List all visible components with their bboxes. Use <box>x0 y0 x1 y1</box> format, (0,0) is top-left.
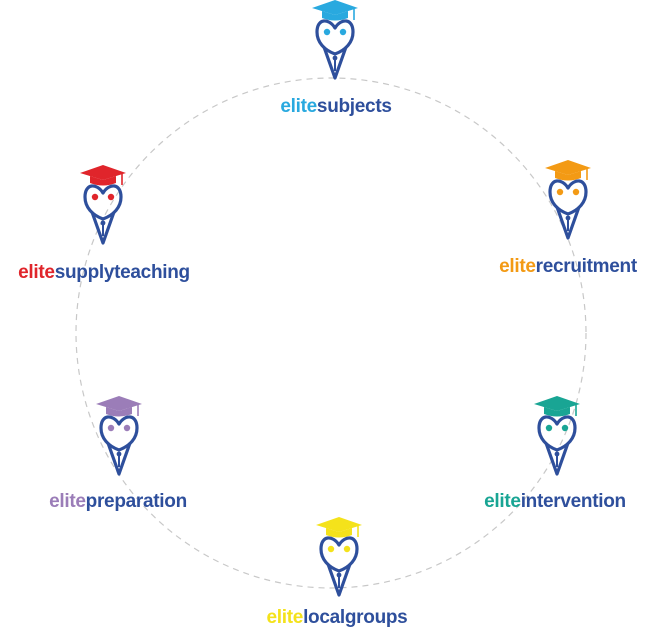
label-suffix: subjects <box>316 96 392 117</box>
label-localgroups: elitelocalgroups <box>267 607 408 629</box>
logo-recruitment <box>545 160 591 251</box>
owl-graduate-pen-icon <box>316 517 362 597</box>
label-intervention: eliteintervention <box>484 491 626 513</box>
label-prefix: elite <box>484 491 521 512</box>
owl-graduate-pen-icon <box>534 396 580 476</box>
label-prefix: elite <box>266 607 304 628</box>
logo-supplyteaching <box>80 165 126 256</box>
logo-preparation <box>96 396 142 487</box>
label-recruitment: eliterecruitment <box>499 256 637 278</box>
label-prefix: elite <box>18 262 55 283</box>
label-suffix: preparation <box>85 491 188 512</box>
logo-localgroups <box>316 517 362 608</box>
owl-graduate-pen-icon <box>545 160 591 240</box>
label-preparation: elitepreparation <box>49 491 187 513</box>
owl-graduate-pen-icon <box>312 0 358 80</box>
label-prefix: elite <box>280 96 317 117</box>
label-suffix: localgroups <box>303 607 408 628</box>
label-prefix: elite <box>499 256 536 277</box>
label-suffix: supplyteaching <box>54 262 190 283</box>
owl-graduate-pen-icon <box>96 396 142 476</box>
label-subjects: elitesubjects <box>280 96 392 118</box>
logo-intervention <box>534 396 580 487</box>
label-supplyteaching: elitesupplyteaching <box>18 262 190 284</box>
logo-subjects <box>312 0 358 91</box>
label-prefix: elite <box>49 491 86 512</box>
label-suffix: recruitment <box>535 256 638 277</box>
label-suffix: intervention <box>520 491 626 512</box>
owl-graduate-pen-icon <box>80 165 126 245</box>
